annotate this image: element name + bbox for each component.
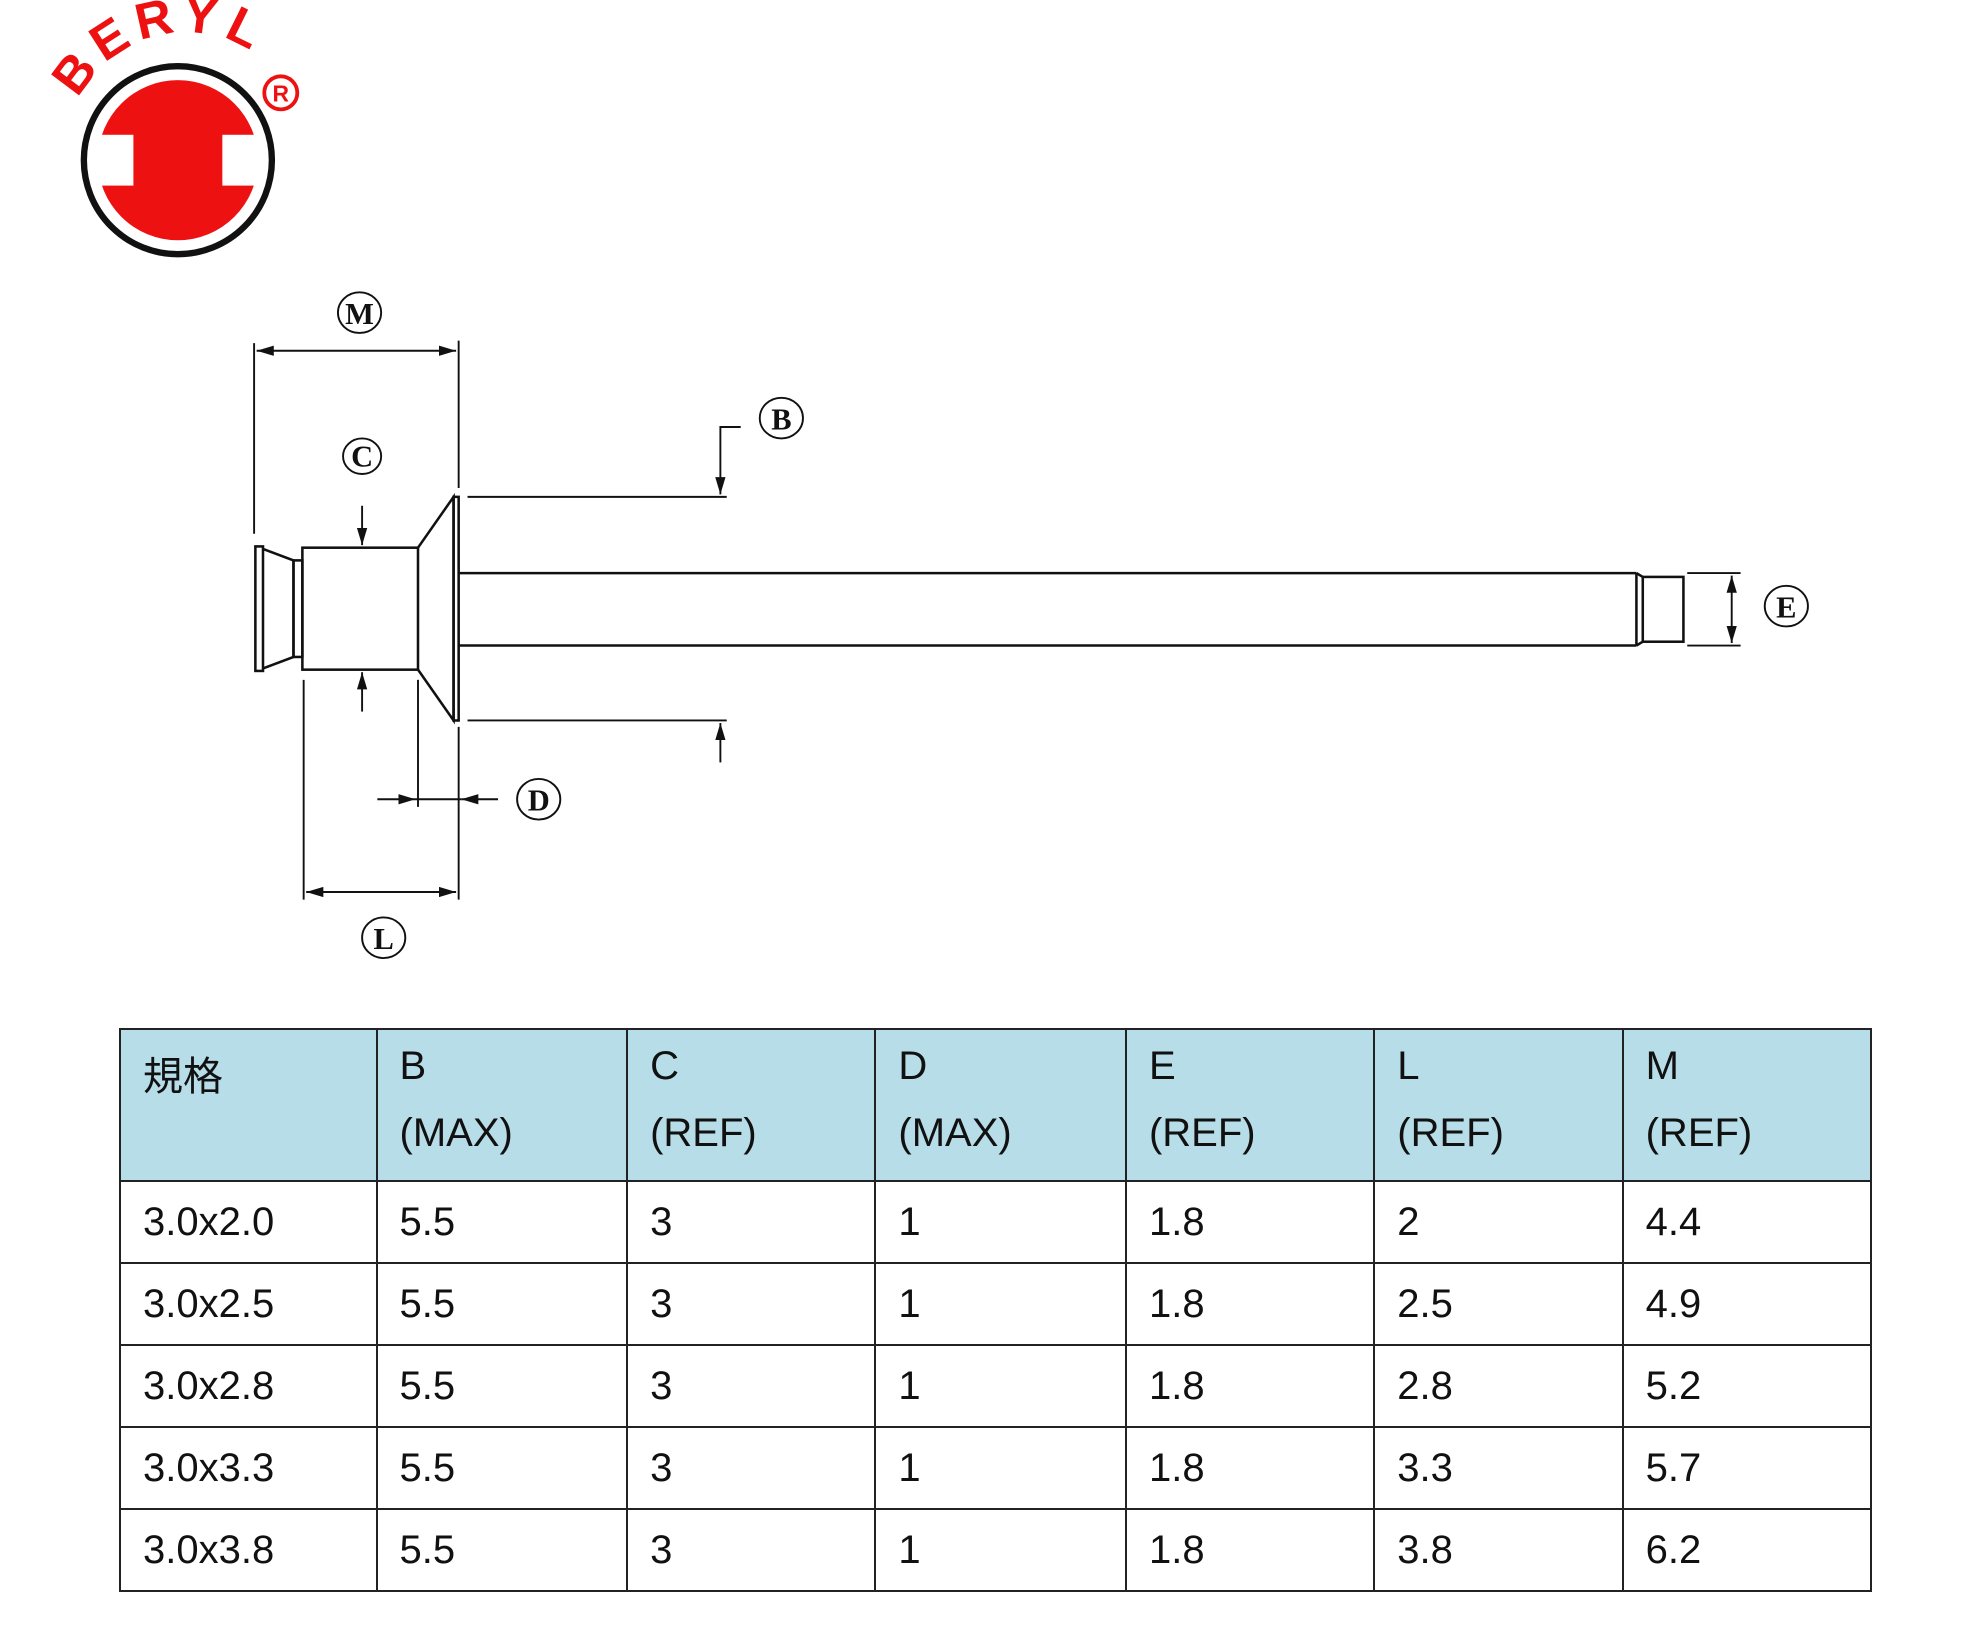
header-label: D <box>898 1044 928 1088</box>
table-cell: 5.5 <box>375 1508 629 1592</box>
header-label: 規格 <box>143 1055 223 1099</box>
table-cell: 2.5 <box>1373 1262 1624 1346</box>
header-qualifier: (REF) <box>1645 1111 1753 1155</box>
table-cell: 6.2 <box>1621 1508 1873 1592</box>
table-cell: 1.8 <box>1124 1180 1376 1264</box>
header-label: E <box>1148 1044 1176 1088</box>
header-e: E (REF) <box>1124 1028 1376 1182</box>
header-qualifier: (REF) <box>1397 1111 1504 1155</box>
header-qualifier: (REF) <box>650 1111 757 1155</box>
svg-text:E: E <box>1776 591 1796 625</box>
table-cell: 5.2 <box>1621 1344 1873 1428</box>
table-cell: 5.5 <box>375 1262 629 1346</box>
table-cell: 3.8 <box>1373 1508 1624 1592</box>
table-cell: 1 <box>874 1426 1127 1510</box>
rivet-outline <box>254 492 1685 725</box>
svg-text:M: M <box>345 297 374 331</box>
table-cell: 3.0x2.8 <box>119 1344 378 1428</box>
header-qualifier: (MAX) <box>399 1111 513 1155</box>
header-l: L (REF) <box>1373 1028 1624 1182</box>
header-label: L <box>1397 1044 1420 1088</box>
table-cell: 4.9 <box>1621 1262 1873 1346</box>
table-cell: 5.5 <box>375 1426 629 1510</box>
table-cell: 3 <box>626 1344 877 1428</box>
header-label: B <box>399 1044 427 1088</box>
table-cell: 3.0x3.3 <box>119 1426 378 1510</box>
table-cell: 1 <box>874 1508 1127 1592</box>
header-d: D (MAX) <box>874 1028 1127 1182</box>
beryl-logo: BERYL R <box>40 0 300 258</box>
spec-table: 規格 B (MAX) C (REF) D (MAX) E (REF) L (REF) M (… <box>119 1028 1873 1592</box>
header-m: M (REF) <box>1621 1028 1873 1182</box>
header-qualifier: (MAX) <box>898 1111 1012 1155</box>
label-l: L <box>361 916 407 960</box>
label-c: C <box>342 437 383 475</box>
table-cell: 3 <box>626 1426 877 1510</box>
table-header-row: 規格 B (MAX) C (REF) D (MAX) E (REF) L (REF) M (… <box>119 1028 1873 1182</box>
table-cell: 1.8 <box>1124 1508 1376 1592</box>
table-cell: 5.5 <box>375 1344 629 1428</box>
table-cell: 1 <box>874 1344 1127 1428</box>
table-cell: 5.7 <box>1621 1426 1873 1510</box>
table-cell: 1 <box>874 1262 1127 1346</box>
table-cell: 3 <box>626 1262 877 1346</box>
table-cell: 4.4 <box>1621 1180 1873 1264</box>
table-cell: 1 <box>874 1180 1127 1264</box>
table-cell: 3 <box>626 1180 877 1264</box>
header-c: C (REF) <box>626 1028 877 1182</box>
table-cell: 2.8 <box>1373 1344 1624 1428</box>
table-cell: 1.8 <box>1124 1344 1376 1428</box>
svg-text:B: B <box>771 403 791 437</box>
table-cell: 2 <box>1373 1180 1624 1264</box>
header-label: C <box>650 1044 679 1088</box>
header-spec: 規格 <box>119 1028 378 1182</box>
dimension-lines <box>253 340 1741 900</box>
svg-text:D: D <box>528 784 550 818</box>
table-cell: 1.8 <box>1124 1262 1376 1346</box>
label-d: D <box>516 777 562 821</box>
svg-text:L: L <box>374 922 394 956</box>
header-b: B (MAX) <box>375 1028 629 1182</box>
registered-mark: R <box>273 81 290 107</box>
header-label: M <box>1645 1044 1679 1088</box>
label-m: M <box>337 291 383 334</box>
svg-text:C: C <box>351 439 373 473</box>
header-qualifier: (REF) <box>1148 1111 1256 1155</box>
table-cell: 3.0x2.0 <box>119 1180 378 1264</box>
table-cell: 3 <box>626 1508 877 1592</box>
table-cell: 1.8 <box>1124 1426 1376 1510</box>
label-b: B <box>758 396 804 440</box>
table-cell: 3.0x2.5 <box>119 1262 378 1346</box>
table-cell: 3.3 <box>1373 1426 1624 1510</box>
label-e: E <box>1763 584 1809 628</box>
table-cell: 5.5 <box>375 1180 629 1264</box>
table-cell: 3.0x3.8 <box>119 1508 378 1592</box>
